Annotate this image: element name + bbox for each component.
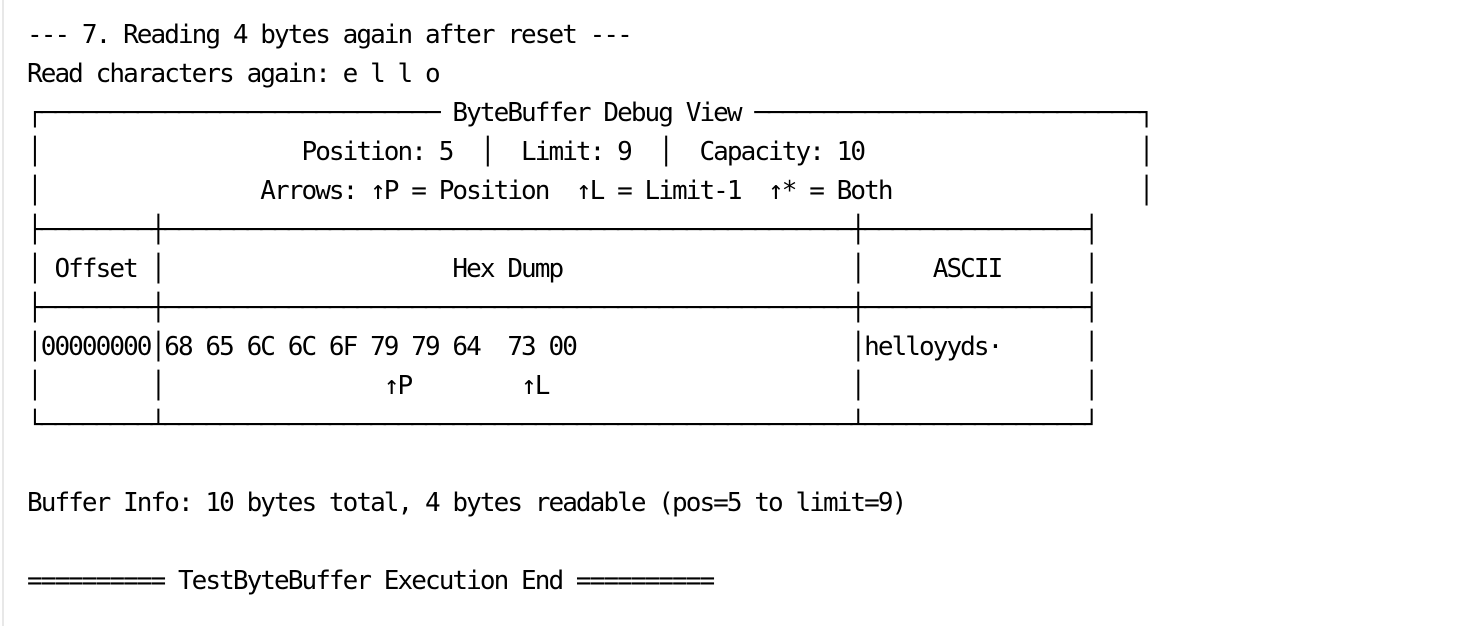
debug-box-top-border: ┌───────────────────────────── ByteBuffe… bbox=[27, 98, 1154, 128]
buffer-info: Buffer Info: 10 bytes total, 4 bytes rea… bbox=[27, 488, 907, 518]
table-header-separator: ├────────┼──────────────────────────────… bbox=[27, 293, 1099, 323]
table-bottom-border: └────────┴──────────────────────────────… bbox=[27, 410, 1099, 440]
table-top-border: ├────────┼──────────────────────────────… bbox=[27, 215, 1099, 245]
table-arrow-row: │ │ ↑P ↑L │ │ bbox=[27, 371, 1099, 401]
arrows-legend-line: │ Arrows: ↑P = Position ↑L = Limit-1 ↑* … bbox=[27, 176, 1154, 206]
table-data-row: │00000000│68 65 6C 6C 6F 79 79 64 73 00 … bbox=[27, 332, 1099, 362]
read-result: Read characters again: e l l o bbox=[27, 59, 441, 89]
terminal-output: --- 7. Reading 4 bytes again after reset… bbox=[27, 16, 1154, 626]
blank-line bbox=[27, 601, 1152, 626]
table-column-headers: │ Offset │ Hex Dump │ ASCII │ bbox=[27, 254, 1099, 284]
window-edge-line bbox=[2, 0, 4, 626]
blank-line bbox=[27, 445, 1152, 484]
blank-line bbox=[27, 523, 1152, 562]
execution-end: ========== TestByteBuffer Execution End … bbox=[27, 566, 715, 596]
step-header: --- 7. Reading 4 bytes again after reset… bbox=[27, 20, 633, 50]
buffer-stats-line: │ Position: 5 │ Limit: 9 │ Capacity: 10 … bbox=[27, 137, 1154, 167]
